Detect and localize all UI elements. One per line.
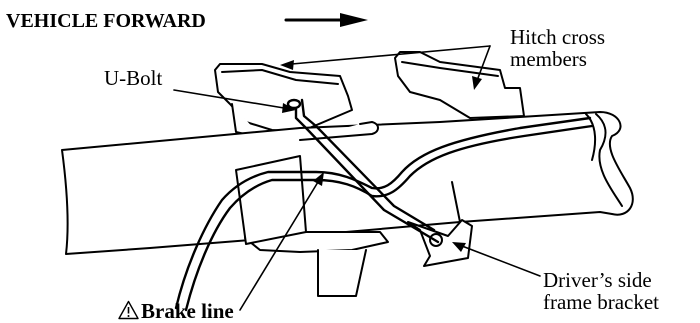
rear-cross-member bbox=[394, 51, 525, 119]
warning-triangle-icon bbox=[118, 300, 139, 320]
u-bolt bbox=[286, 98, 440, 244]
brake-line bbox=[174, 116, 594, 312]
driver-label-line1: Driver’s side bbox=[543, 268, 652, 292]
hitch-label-line1: Hitch cross bbox=[510, 25, 606, 49]
arrow-right-icon bbox=[284, 13, 368, 27]
hitch-label-line2: members bbox=[510, 47, 587, 71]
brake-line-label: Brake line bbox=[118, 300, 234, 322]
driver-label-line2: frame bracket bbox=[543, 290, 660, 314]
hitch-cross-members-label: Hitch cross members bbox=[510, 26, 605, 70]
u-bolt-label: U-Bolt bbox=[104, 66, 163, 90]
leader-arrowheads bbox=[280, 60, 482, 252]
drivers-side-frame-bracket-label: Driver’s side frame bracket bbox=[543, 269, 659, 313]
vehicle-forward-label: VEHICLE FORWARD bbox=[6, 10, 206, 32]
leader-lines bbox=[173, 45, 541, 311]
brake-line-text: Brake line bbox=[141, 299, 234, 323]
